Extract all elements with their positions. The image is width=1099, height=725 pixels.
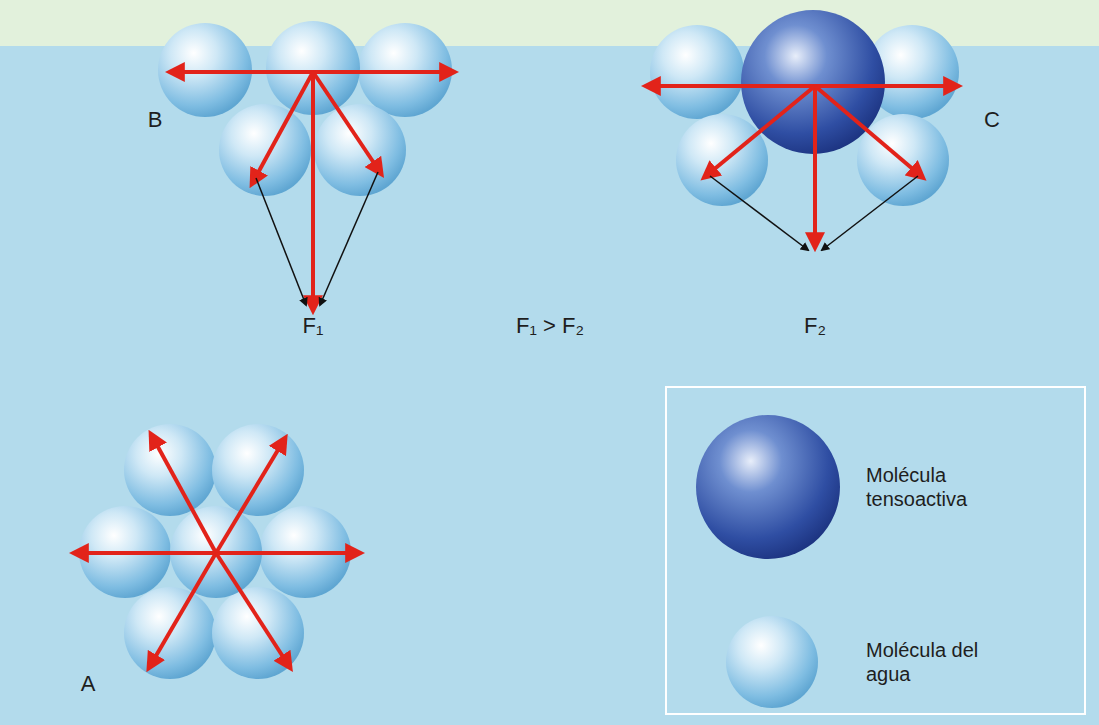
legend-box xyxy=(666,387,1085,714)
group-c xyxy=(648,10,959,250)
legend-surfactant-sphere xyxy=(696,415,840,559)
group-letter: A xyxy=(81,671,96,697)
comparison-label: F₁ > F₂ xyxy=(516,313,584,339)
group-b xyxy=(158,21,452,308)
group-a xyxy=(76,424,358,679)
group-letter: B xyxy=(148,107,163,133)
legend-text: Molécula del agua xyxy=(866,638,996,686)
group-letter: C xyxy=(984,107,1000,133)
force-label: F₁ xyxy=(303,313,324,339)
legend-text: Molécula tensoactiva xyxy=(866,463,996,511)
force-label: F₂ xyxy=(804,313,826,339)
legend-water-sphere xyxy=(726,616,818,708)
